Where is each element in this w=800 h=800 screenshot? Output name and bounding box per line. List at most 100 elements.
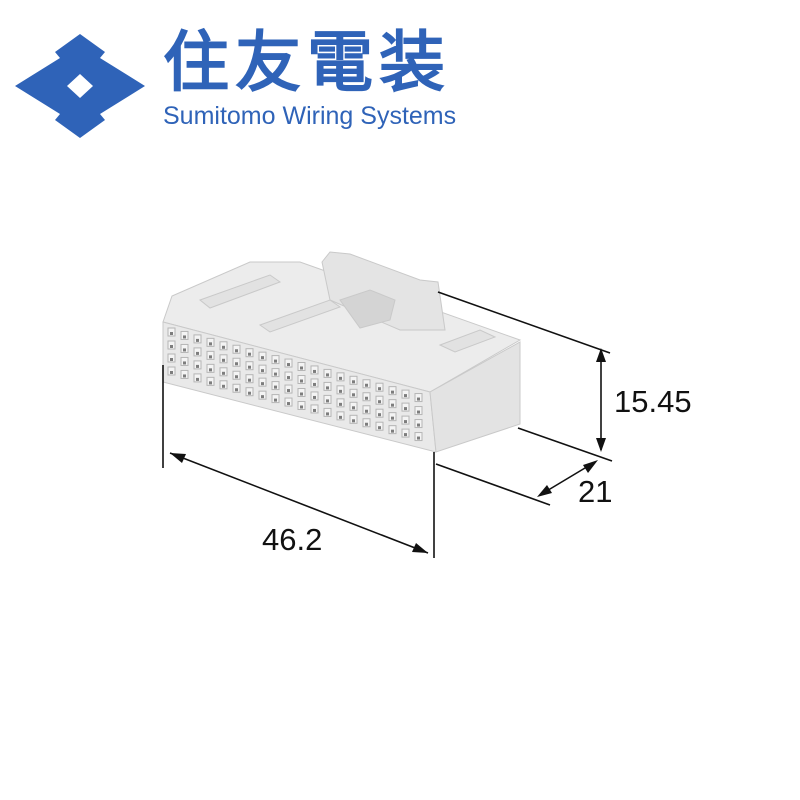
cavity-opening (313, 382, 316, 386)
width-dimension-label: 46.2 (262, 522, 323, 557)
cavity-opening (404, 420, 407, 424)
cavity-opening (417, 436, 420, 440)
cavity-opening (261, 382, 264, 386)
brand-name-english: Sumitomo Wiring Systems (163, 102, 457, 130)
width-dimension-line (169, 452, 429, 554)
cavity-opening (365, 422, 368, 426)
cavity-opening (352, 380, 355, 384)
cavity-opening (365, 409, 368, 413)
cavity-opening (417, 423, 420, 427)
cavity-opening (339, 389, 342, 393)
latch-window (339, 289, 396, 329)
cavity-opening (352, 393, 355, 397)
arrowhead-icon (596, 348, 606, 362)
cavity-opening (183, 361, 186, 365)
extension-line-depth (435, 463, 551, 506)
depth-dimension-label: 21 (578, 474, 613, 509)
cavity-opening (248, 365, 251, 369)
arrowhead-icon (170, 453, 186, 463)
cavity-opening (248, 352, 251, 356)
cavity-opening (326, 412, 329, 416)
connector-body (162, 251, 522, 453)
cavity-opening (170, 332, 173, 335)
cavity-opening (183, 374, 186, 378)
cavity-opening (313, 369, 316, 373)
cavity-opening (274, 398, 277, 402)
arrowhead-icon (537, 485, 552, 497)
cavity-opening (391, 390, 394, 394)
cavity-opening (326, 399, 329, 403)
cavity-opening (352, 406, 355, 410)
cavity-opening (378, 387, 381, 391)
cavity-opening (235, 362, 238, 366)
cavity-opening (326, 386, 329, 390)
cavity-opening (365, 383, 368, 387)
cavity-opening (404, 433, 407, 437)
cavity-opening (365, 396, 368, 400)
cavity-opening (261, 395, 264, 399)
cavity-opening (235, 375, 238, 379)
cavity-opening (261, 356, 264, 360)
connector-ribs (198, 274, 282, 309)
cavity-opening (222, 371, 225, 375)
cavity-opening (417, 397, 420, 401)
connector-rib-2 (258, 299, 342, 333)
cavity-opening (404, 394, 407, 398)
terminal-cavities (167, 327, 423, 442)
cavity-opening (248, 378, 251, 382)
logo-mark-icon (15, 34, 145, 138)
cavity-opening (339, 415, 342, 419)
cavity-opening (196, 377, 199, 381)
cavity-opening (209, 355, 212, 359)
cavity-opening (235, 388, 238, 392)
cavity-opening (378, 400, 381, 404)
cavity-opening (287, 389, 290, 393)
cavity-opening (274, 372, 277, 376)
cavity-opening (287, 402, 290, 406)
cavity-opening (313, 395, 316, 399)
cavity-opening (339, 402, 342, 406)
cavity-opening (287, 376, 290, 380)
cavity-opening (196, 338, 199, 342)
height-dimension-label: 15.45 (614, 384, 692, 419)
cavity-opening (313, 408, 316, 412)
cavity-opening (339, 376, 342, 380)
cavity-opening (248, 391, 251, 395)
dimension-lines (162, 291, 613, 558)
cavity-opening (209, 368, 212, 372)
cavity-opening (261, 369, 264, 373)
cavity-opening (378, 413, 381, 417)
cavity-opening (196, 364, 199, 368)
cavity-opening (352, 419, 355, 423)
cavity-opening (222, 384, 225, 388)
cavity-opening (222, 345, 225, 349)
cavity-opening (300, 366, 303, 370)
cavity-opening (183, 335, 186, 339)
cavity-opening (170, 345, 173, 348)
cavity-opening (209, 381, 212, 385)
cavity-opening (183, 348, 186, 352)
cavity-opening (222, 358, 225, 362)
cavity-opening (287, 363, 290, 367)
cavity-opening (391, 429, 394, 433)
cavity-opening (196, 351, 199, 355)
cavity-opening (170, 371, 173, 374)
cavity-opening (300, 392, 303, 396)
arrowhead-icon (583, 460, 598, 473)
dimension-arrows (170, 348, 606, 553)
connector-rib-3 (438, 329, 497, 353)
cavity-opening (235, 349, 238, 353)
cavity-opening (326, 373, 329, 377)
arrowhead-icon (596, 438, 606, 452)
cavity-opening (300, 379, 303, 383)
brand-name-japanese: 住友電装 (163, 24, 451, 101)
cavity-opening (417, 410, 420, 414)
cavity-opening (391, 416, 394, 420)
cavity-opening (391, 403, 394, 407)
cavity-opening (209, 342, 212, 346)
cavity-opening (274, 359, 277, 363)
cavity-opening (300, 405, 303, 409)
connector-end-face (429, 341, 521, 453)
